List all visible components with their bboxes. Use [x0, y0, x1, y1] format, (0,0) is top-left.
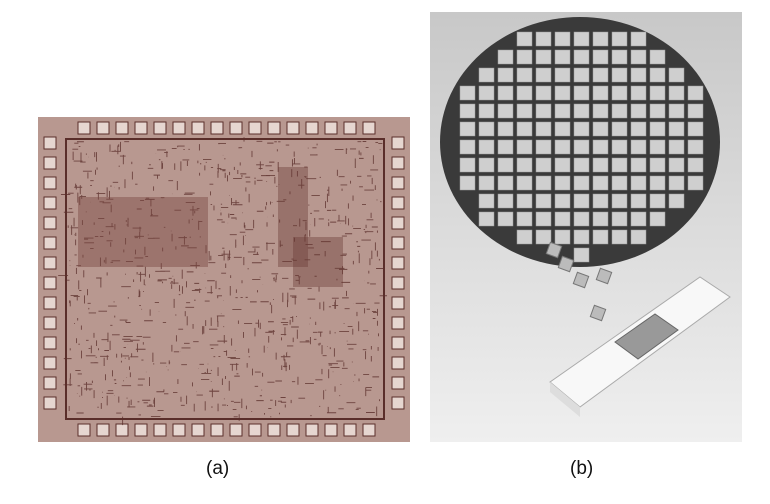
- panel-label-b: (b): [570, 458, 594, 479]
- wafer-photo-image: [430, 12, 742, 442]
- panel-label-a: (a): [206, 458, 230, 479]
- die-micrograph-image: [38, 117, 410, 442]
